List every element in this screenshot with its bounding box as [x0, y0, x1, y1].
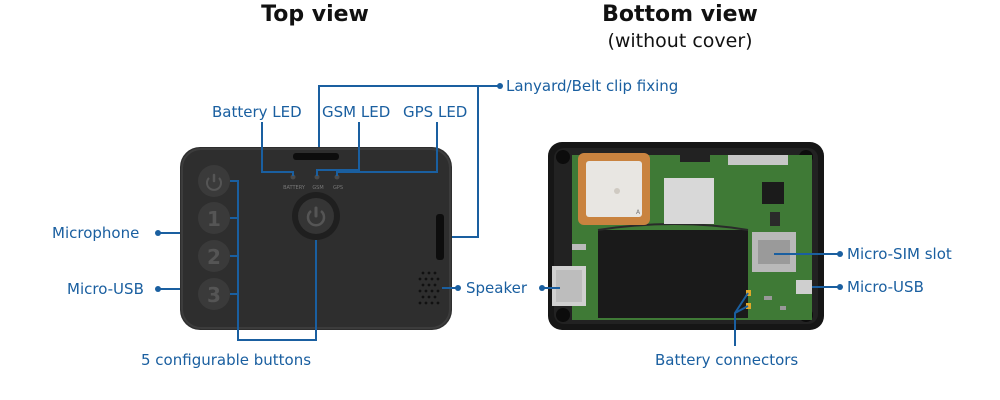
top-view-title: Top view [261, 2, 369, 27]
speaker-label: Speaker [466, 279, 528, 297]
button-1 [198, 202, 230, 234]
speaker-grill-icon [418, 271, 440, 305]
gps-led-icon [334, 174, 340, 180]
button-2 [198, 240, 230, 272]
svg-text:3: 3 [207, 283, 221, 307]
gps-marking: GPS [333, 185, 343, 191]
micro-usb-right-label: Micro-USB [847, 278, 924, 296]
micro-usb-port [796, 280, 812, 294]
lanyard-slot-side [436, 214, 444, 260]
lanyard-label: Lanyard/Belt clip fixing [506, 77, 679, 95]
gsm-module-shield [664, 178, 714, 224]
top-view-device: BATTERY GSM GPS 1 2 3 [180, 147, 452, 330]
gsm-led-icon [314, 174, 320, 180]
gsm-marking: GSM [312, 185, 323, 191]
lanyard-slot-top [293, 153, 339, 160]
button-3 [198, 278, 230, 310]
battery-marking: BATTERY [283, 185, 306, 191]
chip [762, 182, 784, 204]
buttons-label: 5 configurable buttons [141, 351, 312, 369]
gsm-led-label: GSM LED [322, 103, 391, 121]
bottom-view-device: A [548, 142, 824, 330]
microphone-label: Microphone [52, 224, 140, 242]
svg-text:2: 2 [207, 245, 221, 269]
micro-sim-label: Micro-SIM slot [847, 245, 952, 263]
battery-led-icon [290, 174, 296, 180]
callout-dots [155, 83, 843, 292]
battery-led-label: Battery LED [212, 103, 302, 121]
svg-text:1: 1 [207, 207, 221, 231]
svg-text:A: A [636, 209, 641, 216]
bottom-view-subtitle: (without cover) [607, 30, 753, 52]
battery-compartment [598, 230, 748, 318]
gps-led-label: GPS LED [403, 103, 468, 121]
bottom-view-title: Bottom view [602, 2, 758, 27]
battery-connectors-label: Battery connectors [655, 351, 799, 369]
micro-usb-left-label: Micro-USB [67, 280, 144, 298]
